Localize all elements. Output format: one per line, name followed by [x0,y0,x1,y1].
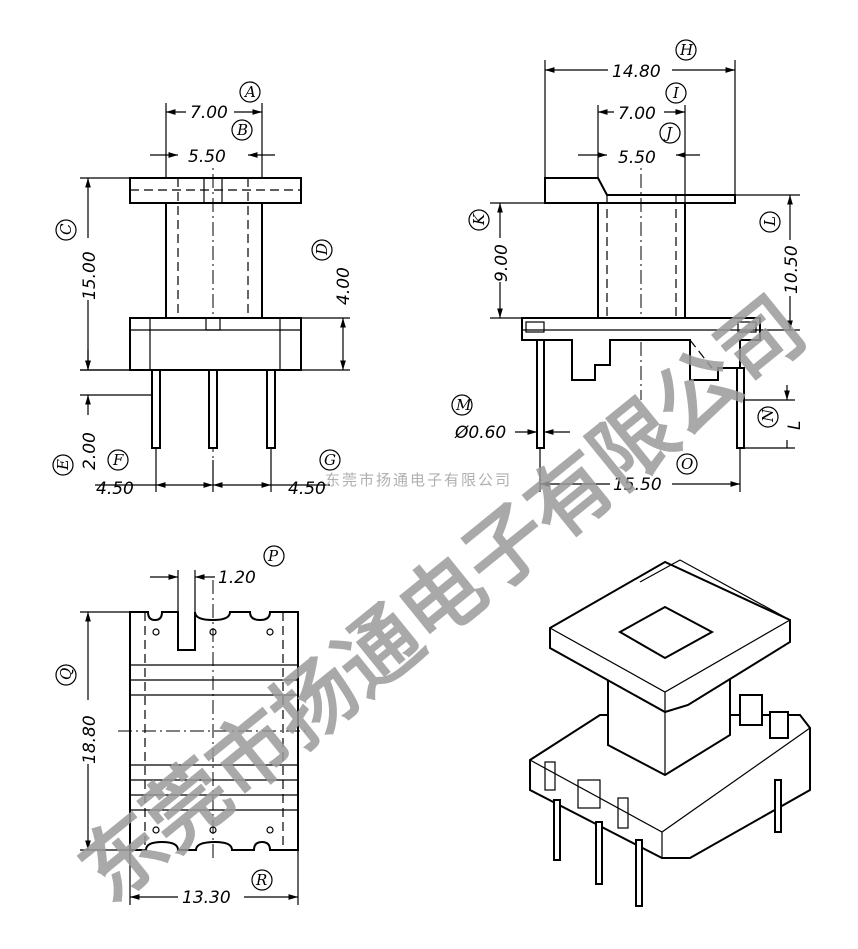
dim-i-value: 7.00 [618,104,656,124]
label-h: H [679,41,694,59]
label-r: R [255,871,267,889]
iso-pin [774,779,782,833]
label-k: K [470,213,488,226]
isometric-view [529,559,811,907]
label-c: C [57,223,75,235]
label-q: Q [57,668,75,680]
dim-j-value: 5.50 [618,148,656,168]
dim-f-value: 4.50 [96,479,134,499]
label-l: L [761,216,779,227]
label-d: D [313,243,331,256]
iso-pin [595,821,603,885]
label-o: O [681,455,693,473]
dim-b-value: 5.50 [188,147,226,167]
dim-l-value: 10.50 [782,245,802,294]
label-e: E [54,459,72,471]
iso-window [617,605,715,660]
label-i: I [672,84,680,102]
side-view: 14.80 H 7.00 I 5.50 J 9.00 K 10.50 L [451,39,805,495]
dim-c-value: 15.00 [80,251,100,300]
label-m: M [455,396,472,414]
pin [151,369,161,449]
iso-pin [553,799,561,861]
label-p: P [267,547,279,565]
iso-pin [635,839,643,907]
bottom-view: 1.20 P 18.80 Q 13.30 R [55,545,310,908]
dim-n-value: L [785,421,805,430]
label-j: J [663,124,673,142]
dim-q-value: 18.80 [80,715,100,764]
dim-d-value: 4.00 [334,267,354,305]
label-a: A [243,83,256,101]
dim-h-value: 14.80 [612,62,661,82]
dim-m-value: Ø0.60 [454,423,506,443]
label-b: B [236,121,248,139]
dim-r-value: 13.30 [182,888,231,908]
dim-o-value: 15.50 [613,475,662,495]
watermark-small-text: 东莞市扬通电子有限公司 [325,471,512,489]
pin [266,369,276,449]
label-g: G [324,451,336,469]
label-f: F [112,451,124,469]
label-n: N [759,408,777,423]
dim-k-value: 9.00 [492,244,512,282]
front-view: 7.00 A 5.50 B 15.00 C 4.00 D 2.00 E [52,81,354,499]
dim-a-value: 7.00 [190,103,228,123]
side-top-flange [544,177,736,204]
pin [208,369,218,449]
base-block [129,317,302,371]
side-pin [536,339,545,449]
dim-g-value: 4.50 [288,479,326,499]
dim-e-value: 2.00 [80,432,100,470]
dim-p-value: 1.20 [218,568,256,588]
